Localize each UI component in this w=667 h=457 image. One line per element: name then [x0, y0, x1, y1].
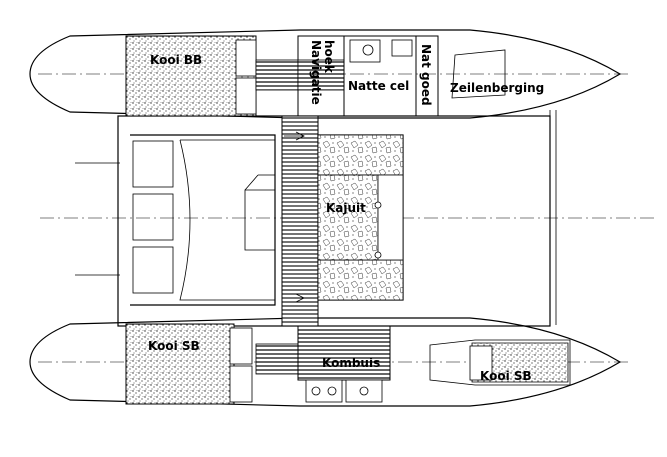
- label-zeilenberging: Zeilenberging: [450, 81, 544, 95]
- label-kooi-sb-left: Kooi SB: [148, 339, 200, 353]
- cockpit-seat-1: [132, 140, 174, 188]
- companionway-steps-top: [255, 59, 299, 91]
- table-post-icon: [374, 201, 382, 209]
- arrow-top: [284, 131, 305, 141]
- galley-sink: [345, 379, 383, 403]
- sail-locker-hatch: [451, 49, 506, 99]
- nat-goed-locker: [415, 35, 439, 117]
- label-nat-goed: Nat goed: [419, 44, 433, 106]
- starboard-hull: [29, 317, 622, 407]
- label-kajuit: Kajuit: [326, 201, 366, 215]
- salon-seat-bottom: [317, 259, 404, 301]
- label-navigatie-hoek: hoek: [322, 40, 336, 74]
- kooi-sb-right-frame: [429, 339, 571, 386]
- kooi-sb-pillow-2: [229, 365, 253, 403]
- toilet: [391, 39, 413, 57]
- kombuis-counter: [297, 325, 391, 381]
- nav-steps: [297, 59, 345, 91]
- arrow-bottom: [284, 293, 305, 303]
- cockpit-outline: [130, 134, 276, 306]
- burner-icon-2: [327, 386, 337, 396]
- label-kooi-bb: Kooi BB: [150, 53, 202, 67]
- cockpit-seat-2: [132, 193, 174, 241]
- sink-drain-icon: [359, 386, 369, 396]
- label-kooi-sb-right: Kooi SB: [480, 369, 532, 383]
- label-navigatie: Navigatie: [309, 40, 323, 105]
- kooi-sb-left-bunk: [125, 323, 235, 405]
- label-natte-cel: Natte cel: [348, 79, 409, 93]
- kooi-sb-pillow-1: [229, 327, 253, 365]
- washbasin: [349, 39, 381, 63]
- label-kombuis: Kombuis: [322, 356, 380, 370]
- salon-side: [377, 174, 404, 261]
- companionway-steps-bottom: [255, 343, 299, 375]
- salon-table: [317, 174, 379, 261]
- stove: [305, 379, 343, 403]
- central-walkway: [281, 115, 319, 327]
- tap-icon: [362, 44, 374, 56]
- burner-icon-1: [311, 386, 321, 396]
- cockpit-seat-3: [132, 246, 174, 294]
- cockpit-table-edge: [244, 174, 276, 191]
- cockpit-inner: [179, 139, 275, 301]
- kooi-bb-pillow-1: [235, 39, 257, 77]
- port-hull: [29, 29, 622, 119]
- salon-seat-top: [317, 134, 404, 176]
- kooi-sb-right-pillow: [469, 345, 493, 381]
- cockpit-table: [244, 189, 276, 251]
- kooi-bb-pillow-2: [235, 77, 257, 115]
- table-post-icon-2: [374, 251, 382, 259]
